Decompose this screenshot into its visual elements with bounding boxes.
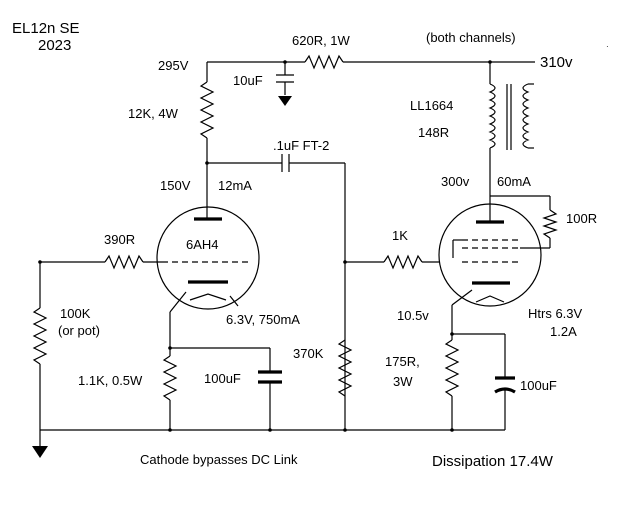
- label-370k: 370K: [293, 346, 324, 361]
- title-line-2: 2023: [38, 37, 71, 54]
- grid-leak-resistor: [337, 261, 384, 397]
- driver-cathode-network: [162, 312, 282, 430]
- label-10uf: 10uF: [233, 73, 263, 88]
- ground-rail: [40, 428, 505, 432]
- label-10-5v: 10.5v: [397, 308, 429, 323]
- label-driver-heater: 6.3V, 750mA: [226, 312, 300, 327]
- label-310v: 310v: [540, 54, 573, 71]
- title-line-1: EL12n SE: [12, 20, 80, 37]
- driver-tube: [156, 206, 260, 313]
- output-grid-stopper: [383, 254, 440, 270]
- supply-capacitor: [276, 62, 294, 95]
- label-1-2a: 1.2A: [550, 324, 577, 339]
- label-dropper-resistor: 620R, 1W: [292, 33, 351, 48]
- label-dot-marker: ·: [606, 42, 609, 51]
- plate-load-resistor: [199, 62, 215, 218]
- ground-icon: [32, 446, 48, 458]
- label-100uf-driver: 100uF: [204, 371, 241, 386]
- label-1-1k: 1.1K, 0.5W: [78, 373, 143, 388]
- label-1k: 1K: [392, 228, 408, 243]
- ground-icon: [278, 96, 292, 106]
- label-295v: 295V: [158, 58, 189, 73]
- label-12k: 12K, 4W: [128, 106, 179, 121]
- label-60ma: 60mA: [497, 174, 531, 189]
- label-3w: 3W: [393, 374, 413, 389]
- output-transformer: [488, 62, 534, 222]
- label-12ma: 12mA: [218, 178, 252, 193]
- label-175r: 175R,: [385, 354, 420, 369]
- output-tube: [438, 195, 558, 307]
- label-6ah4: 6AH4: [186, 237, 219, 252]
- note-cathode-bypass: Cathode bypasses DC Link: [140, 452, 298, 467]
- label-ll1664: LL1664: [410, 98, 453, 113]
- input-resistor: [32, 262, 48, 446]
- label-100uf-output: 100uF: [520, 378, 557, 393]
- label-150v: 150V: [160, 178, 191, 193]
- label-100k: 100K: [60, 306, 91, 321]
- label-coupling-cap: .1uF FT-2: [273, 138, 329, 153]
- label-390r: 390R: [104, 232, 135, 247]
- label-100r: 100R: [566, 211, 597, 226]
- label-300v: 300v: [441, 174, 470, 189]
- label-dissipation: Dissipation 17.4W: [432, 453, 554, 470]
- driver-grid-stopper: [38, 254, 162, 270]
- output-cathode-network: [444, 305, 516, 430]
- label-both-channels: (both channels): [426, 30, 516, 45]
- coupling-capacitor: [207, 154, 347, 430]
- label-or-pot: (or pot): [58, 323, 100, 338]
- b-plus-rail: [207, 54, 535, 70]
- label-htrs: Htrs 6.3V: [528, 306, 583, 321]
- label-148r: 148R: [418, 125, 449, 140]
